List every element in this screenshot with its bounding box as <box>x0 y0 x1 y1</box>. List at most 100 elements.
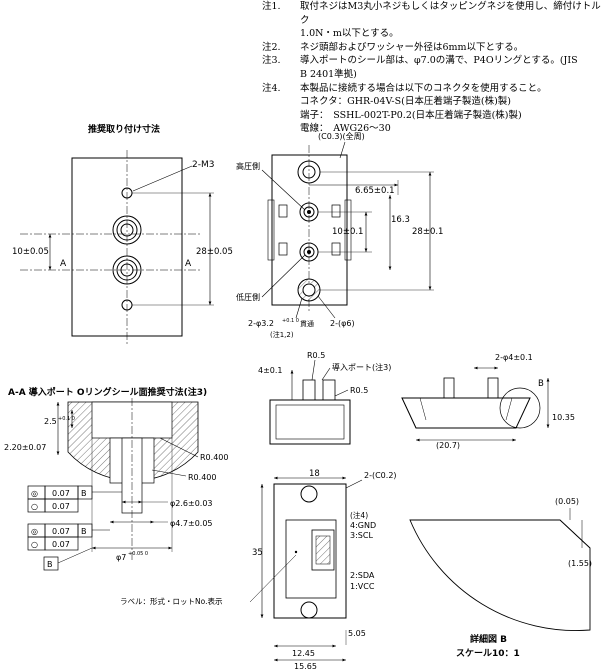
connector-area <box>285 519 337 599</box>
note-4-connector: コネクタ：GHR-04V-S(日本圧着端子製造(株)製) <box>262 95 602 109</box>
datum-label: B <box>47 560 53 569</box>
mount-hole-label: 2-M3 <box>192 160 214 170</box>
dim-1565: 15.65 <box>294 662 317 671</box>
dim-25: 2.5 <box>44 417 57 426</box>
tol-sym: ○ <box>31 502 38 511</box>
dim-1035: 10.35 <box>552 413 575 422</box>
note-text: 電線： AWG26～30 <box>300 123 391 135</box>
dim-phi7-tol: +0.05 0 <box>128 551 148 557</box>
mount-view: 推奨取り付け寸法 2-M3 10±0.05 28±0.05 A A <box>12 123 233 344</box>
note-text: 取付ネジはM3丸小ネジもしくはタッピングネジを使用し、締付けトルク <box>300 1 601 26</box>
dim-163: 16.3 <box>391 215 410 225</box>
note-4-wire: 電線： AWG26～30 <box>262 122 602 136</box>
note-text: 1.0N・m以下とする。 <box>300 28 399 40</box>
tol-ref: B <box>81 527 87 536</box>
dim-28: 28±0.1 <box>412 227 443 237</box>
tol-val: 0.07 <box>52 540 70 549</box>
detail-outline <box>409 519 591 631</box>
pin2-label: 2:SDA <box>350 571 375 580</box>
radius-side-a: R0.5 <box>307 351 325 360</box>
note-text: 導入ポートのシール部は、φ7.0の溝で、P4Oリングとする。(JIS <box>300 55 578 67</box>
note-4-terminal: 端子： SSHL-002T-P0.2(日本圧着端子製造(株)製) <box>262 109 602 123</box>
section-title: A-A 導入ポート Oリングシール面推奨寸法(注3) <box>8 386 207 398</box>
pin1-label: 1:VCC <box>350 582 375 591</box>
sensor-body-side <box>269 399 351 445</box>
dim-18: 18 <box>309 469 320 479</box>
detail-circle-b <box>499 387 541 429</box>
dim-2phi4: 2-φ4±0.1 <box>495 353 533 362</box>
tol-val: 0.07 <box>52 527 70 536</box>
tolerance-frame-2: ◎ 0.07 B ○ 0.07 <box>27 523 93 551</box>
sensor-body-top <box>271 154 348 306</box>
note-tag: 注4. <box>262 82 281 94</box>
radius-b: R0.400 <box>188 473 216 482</box>
connector <box>311 529 335 571</box>
side-port-left <box>302 379 316 401</box>
section-marker-right: A <box>185 259 192 269</box>
bottom-view: 18 2-(C0.2) (注4) 4:GND 3:SCL 2:SDA 1:VCC… <box>120 469 397 671</box>
chamfer-label: (C0.3)(全周) <box>318 131 365 141</box>
pin4-label: 4:GND <box>350 521 376 530</box>
detail-scale: スケール10：1 <box>456 648 520 659</box>
mount-port-upper <box>112 215 142 245</box>
tol-val: 0.07 <box>52 489 70 498</box>
note-4: 注4. 本製品に接続する場合は以下のコネクタを使用すること。 <box>262 82 602 96</box>
tol-sym: ○ <box>31 540 38 549</box>
note-tag: 注1. <box>262 1 281 12</box>
dim-10: 10±0.1 <box>332 227 363 237</box>
note-text: B 2401準拠) <box>300 68 357 80</box>
port-dia-label: 2-(φ6) <box>330 319 355 328</box>
tol-val: 0.07 <box>52 502 70 511</box>
hole-spec: 2-φ3.2 <box>248 319 274 328</box>
note4-label: (注4) <box>350 510 368 520</box>
low-pressure-label: 低圧側 <box>236 292 260 302</box>
detail-b: (0.05) (1.55) 詳細図 B スケール10：1 <box>409 497 592 659</box>
chamfer-bottom: 2-(C0.2) <box>364 471 397 480</box>
tol-sym: ◎ <box>31 489 38 498</box>
radius-side-b: R0.5 <box>350 386 368 395</box>
tol-sym: ◎ <box>31 527 38 536</box>
dim-155: (1.55) <box>568 559 592 568</box>
notes-block: 注1. 取付ネジはM3丸小ネジもしくはタッピングネジを使用し、締付けトルク 1.0… <box>262 0 602 136</box>
dim-505: 5.05 <box>348 629 366 638</box>
detail-title: 詳細図 B <box>470 633 507 645</box>
note-1-cont: 1.0N・m以下とする。 <box>262 27 602 41</box>
note-3: 注3. 導入ポートのシール部は、φ7.0の溝で、P4Oリングとする。(JIS <box>262 54 602 68</box>
dim-665: 6.65±0.1 <box>355 186 395 196</box>
tolerance-frame-1: ◎ 0.07 B ○ 0.07 <box>27 485 93 513</box>
label-note: ラベル：形式・ロットNo.表示 <box>120 596 223 606</box>
top-view: (C0.3)(全周) 高圧側 低圧側 6.65±0.1 16.3 10±0.1 … <box>236 131 443 339</box>
dim-25-tol: +0.1 0 <box>58 416 75 422</box>
note-3-cont: B 2401準拠) <box>262 68 602 82</box>
note12-label: (注1,2) <box>270 330 294 339</box>
note-tag: 注2. <box>262 41 281 53</box>
side-port-right <box>322 379 336 401</box>
hole-tol: +0.1 0 <box>282 318 299 324</box>
note-text: コネクタ：GHR-04V-S(日本圧着端子製造(株)製) <box>300 96 511 108</box>
datum-box <box>43 556 59 571</box>
dim-4: 4±0.1 <box>258 366 283 375</box>
mount-port-lower <box>112 255 142 285</box>
radius-a: R0.400 <box>200 453 228 462</box>
note-text: ネジ頭部およびワッシャー外径は6mm以下とする。 <box>300 41 524 53</box>
dim-phi47: φ4.7±0.05 <box>170 519 213 528</box>
section-view: A-A 導入ポート Oリングシール面推奨寸法(注3) 2.5 +0.1 0 2.… <box>4 386 228 571</box>
section-marker-left: A <box>60 259 67 269</box>
pin3-label: 3:SCL <box>350 531 373 540</box>
note-text: 本製品に接続する場合は以下のコネクタを使用すること。 <box>300 82 547 94</box>
mount-title: 推奨取り付け寸法 <box>88 123 160 135</box>
dim-phi7: φ7 <box>116 553 126 562</box>
detail-ref-label: B <box>538 379 544 389</box>
note-2: 注2. ネジ頭部およびワッシャー外径は6mm以下とする。 <box>262 41 602 55</box>
note-text: 端子： SSHL-002T-P0.2(日本圧着端子製造(株)製) <box>300 109 522 121</box>
port-note-label: 導入ポート(注3) <box>332 362 391 372</box>
dim-005: (0.05) <box>555 497 579 506</box>
dim-phi26: φ2.6±0.03 <box>170 499 213 508</box>
dim-207: (20.7) <box>436 441 460 450</box>
mount-dim-left: 10±0.05 <box>12 247 49 257</box>
note-tag: 注3. <box>262 55 281 67</box>
note-1: 注1. 取付ネジはM3丸小ネジもしくはタッピングネジを使用し、締付けトルク <box>262 0 602 27</box>
dim-35: 35 <box>252 548 263 558</box>
side-view: R0.5 導入ポート(注3) R0.5 4±0.1 <box>258 351 391 445</box>
